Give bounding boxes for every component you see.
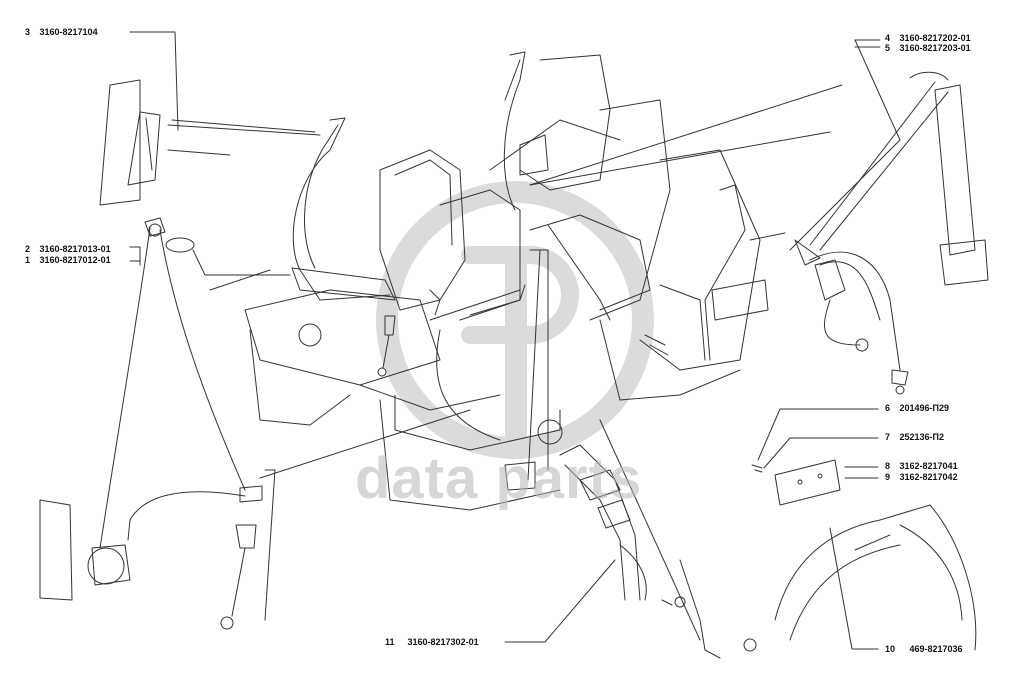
callout-code: 3160-8217013-01 xyxy=(39,244,111,254)
callout-number: 9 xyxy=(885,472,891,482)
callout-code: 3160-8217012-01 xyxy=(39,255,111,265)
callout-number: 7 xyxy=(885,432,891,442)
callout-code: 3160-8217203-01 xyxy=(899,43,971,53)
callout-code: 3160-8217302-01 xyxy=(407,637,479,647)
callout-number: 4 xyxy=(885,33,891,43)
middle-row-seats xyxy=(244,117,561,511)
callout-7: 7 252136-П2 xyxy=(885,432,944,443)
callout-number: 6 xyxy=(885,403,891,413)
callout-number: 2 xyxy=(25,244,31,254)
callout-1: 1 3160-8217012-01 xyxy=(25,255,111,266)
center-belt-assembly xyxy=(429,249,563,491)
front-left-belt-assembly xyxy=(39,217,263,630)
callout-number: 11 xyxy=(385,637,395,647)
callout-10: 10 469-8217036 xyxy=(885,644,963,655)
callout-code: 3160-8217104 xyxy=(39,27,98,37)
callout-number: 5 xyxy=(885,43,891,53)
callout-11: 11 3160-8217302-01 xyxy=(385,637,479,648)
height-adjuster-rail xyxy=(99,79,161,206)
callout-code: 252136-П2 xyxy=(899,432,945,442)
callout-code: 201496-П29 xyxy=(899,403,950,413)
leader-lines xyxy=(129,31,901,650)
rear-right-belt-assembly xyxy=(794,71,989,395)
callout-number: 1 xyxy=(25,255,31,265)
anchor-bracket xyxy=(751,459,841,506)
callout-8: 8 3162-8217041 xyxy=(885,461,958,472)
callout-number: 10 xyxy=(885,644,896,654)
callout-code: 469-8217036 xyxy=(909,644,963,654)
watermark-text: data parts xyxy=(355,446,643,511)
callout-3: 3 3160-8217104 xyxy=(25,27,98,38)
callout-code: 3160-8217202-01 xyxy=(899,33,971,43)
callout-number: 8 xyxy=(885,461,891,471)
callout-code: 3162-8217042 xyxy=(899,472,958,482)
rear-row-seats xyxy=(489,51,769,401)
callout-2: 2 3160-8217013-01 xyxy=(25,244,111,255)
watermark-logo xyxy=(376,181,654,459)
callout-code: 3162-8217041 xyxy=(899,461,958,471)
callout-6: 6 201496-П29 xyxy=(885,403,949,414)
callout-5: 5 3160-8217203-01 xyxy=(885,43,971,54)
callout-9: 9 3162-8217042 xyxy=(885,472,958,483)
wheel-arch-panel xyxy=(774,504,977,651)
rear-center-belt xyxy=(559,444,757,659)
callout-number: 3 xyxy=(25,27,31,37)
callout-4: 4 3160-8217202-01 xyxy=(885,33,971,44)
